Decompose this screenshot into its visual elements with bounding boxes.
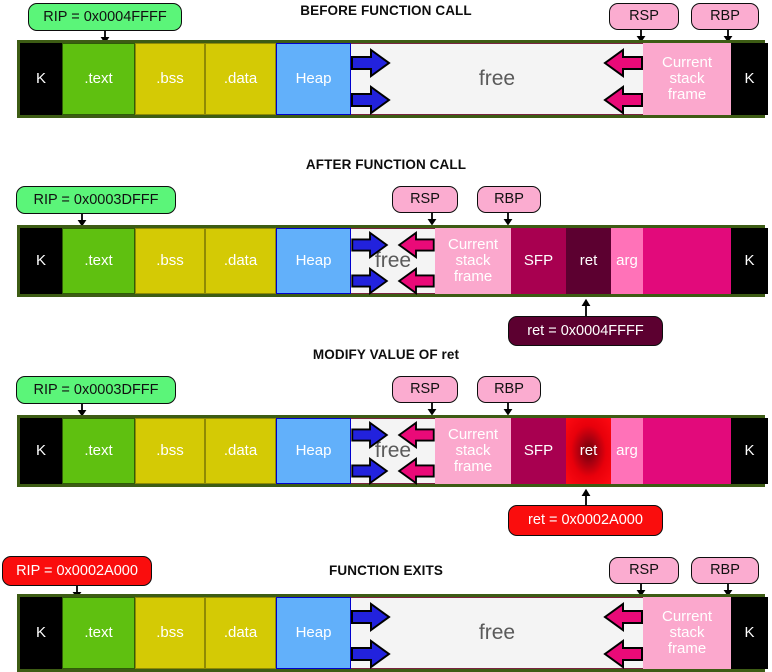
section-title-after: AFTER FUNCTION CALL [305, 157, 467, 172]
segment-text: .text [62, 228, 135, 294]
ret-callout-after: ret = 0x0004FFFF [508, 316, 663, 346]
segment-kernel-low: K [20, 597, 62, 669]
segment-free: free [351, 597, 643, 669]
segment-current-stack-frame: Current stack frame [643, 43, 731, 115]
memory-bar-before: K .text .bss .data Heap free Current sta… [17, 40, 768, 118]
segment-arg: arg [611, 228, 643, 294]
segment-ret: ret [566, 228, 611, 294]
segment-stack-fill [643, 228, 731, 294]
segment-stack-fill [643, 418, 731, 484]
segment-kernel-high: K [731, 597, 768, 669]
rbp-callout-before: RBP [691, 3, 759, 30]
rip-callout-modify: RIP = 0x0003DFFF [16, 376, 176, 404]
segment-text: .text [62, 597, 135, 669]
stack-growth-arrow-bottom-before [603, 85, 643, 115]
segment-kernel-high: K [731, 43, 768, 115]
segment-current-stack-frame: Current stack frame [435, 418, 511, 484]
segment-data: .data [205, 597, 276, 669]
segment-data: .data [205, 43, 276, 115]
segment-sfp: SFP [511, 418, 566, 484]
rsp-callout-exits: RSP [609, 557, 679, 584]
segment-current-stack-frame: Current stack frame [435, 228, 511, 294]
rbp-callout-after: RBP [477, 186, 541, 213]
segment-kernel-high: K [731, 418, 768, 484]
section-title-exits: FUNCTION EXITS [329, 563, 443, 578]
segment-data: .data [205, 228, 276, 294]
segment-heap: Heap [276, 228, 351, 294]
section-title-modify: MODIFY VALUE OF ret [312, 347, 460, 362]
segment-kernel-high: K [731, 228, 768, 294]
ret-pointer-modify [579, 488, 593, 508]
stack-growth-arrow-top-before [603, 48, 643, 78]
segment-kernel-low: K [20, 418, 62, 484]
rsp-callout-after: RSP [392, 186, 458, 213]
rbp-pointer-before [721, 30, 735, 43]
stack-growth-arrow-bottom-after [397, 267, 435, 295]
segment-text: .text [62, 43, 135, 115]
segment-heap: Heap [276, 418, 351, 484]
segment-bss: .bss [135, 418, 205, 484]
stack-growth-arrow-top-after [397, 231, 435, 259]
segment-bss: .bss [135, 228, 205, 294]
segment-current-stack-frame: Current stack frame [643, 597, 731, 669]
rsp-callout-modify: RSP [392, 376, 458, 403]
rbp-callout-exits: RBP [691, 557, 759, 584]
heap-growth-arrow-bottom-before [351, 85, 391, 115]
rsp-pointer-exits [634, 584, 648, 597]
segment-sfp: SFP [511, 228, 566, 294]
stack-growth-arrow-bottom-exits [603, 639, 643, 669]
rsp-pointer-after [425, 213, 439, 226]
segment-text: .text [62, 418, 135, 484]
heap-growth-arrow-bottom-exits [351, 639, 391, 669]
stack-growth-arrow-bottom-modify [397, 457, 435, 485]
segment-data: .data [205, 418, 276, 484]
rsp-pointer-modify [425, 403, 439, 416]
rip-callout-before: RIP = 0x0004FFFF [28, 3, 182, 31]
segment-bss: .bss [135, 597, 205, 669]
segment-ret-modified: ret [566, 418, 611, 484]
rip-callout-exits: RIP = 0x0002A000 [2, 556, 152, 586]
rip-pointer-after [75, 214, 89, 227]
rbp-pointer-exits [721, 584, 735, 597]
rbp-pointer-modify [501, 403, 515, 416]
memory-bar-after: K .text .bss .data Heap free Current sta… [17, 225, 768, 297]
section-title-before: BEFORE FUNCTION CALL [300, 3, 472, 18]
stack-growth-arrow-top-modify [397, 421, 435, 449]
segment-heap: Heap [276, 43, 351, 115]
segment-free: free [351, 43, 643, 115]
segment-kernel-low: K [20, 228, 62, 294]
memory-bar-exits: K .text .bss .data Heap free Current sta… [17, 594, 768, 672]
rbp-callout-modify: RBP [477, 376, 541, 403]
heap-growth-arrow-top-after [351, 231, 389, 259]
rsp-callout-before: RSP [609, 3, 679, 30]
ret-callout-modify: ret = 0x0002A000 [508, 505, 663, 536]
rsp-pointer-before [634, 30, 648, 43]
segment-heap: Heap [276, 597, 351, 669]
heap-growth-arrow-top-before [351, 48, 391, 78]
segment-bss: .bss [135, 43, 205, 115]
ret-pointer-after [579, 298, 593, 318]
heap-growth-arrow-top-modify [351, 421, 389, 449]
stack-growth-arrow-top-exits [603, 602, 643, 632]
segment-kernel-low: K [20, 43, 62, 115]
heap-growth-arrow-bottom-modify [351, 457, 389, 485]
memory-bar-modify: K .text .bss .data Heap free Current sta… [17, 415, 768, 487]
rip-callout-after: RIP = 0x0003DFFF [16, 186, 176, 214]
rbp-pointer-after [501, 213, 515, 226]
rip-pointer-modify [75, 404, 89, 417]
segment-arg: arg [611, 418, 643, 484]
heap-growth-arrow-bottom-after [351, 267, 389, 295]
heap-growth-arrow-top-exits [351, 602, 391, 632]
